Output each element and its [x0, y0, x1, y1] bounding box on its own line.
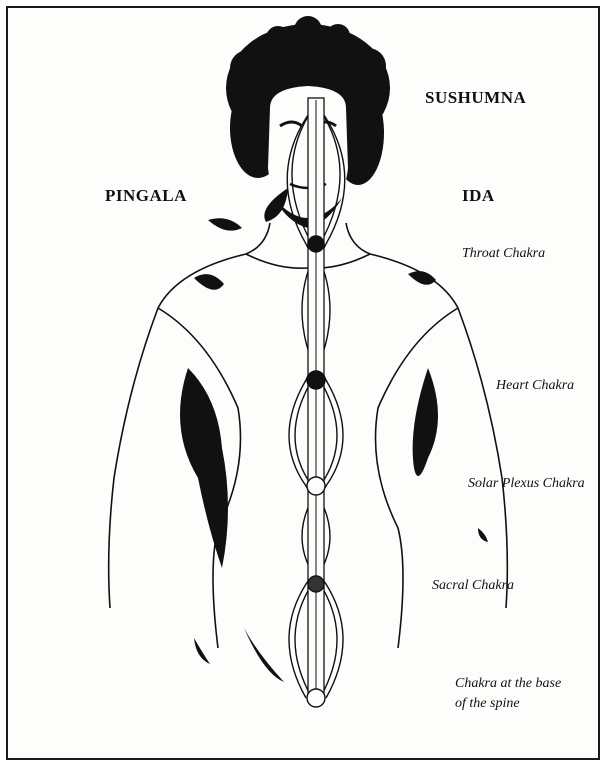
- chakra-throat: [308, 236, 324, 252]
- label-base-chakra: Chakra at the base of the spine: [455, 674, 595, 714]
- chakra-heart: [307, 371, 325, 389]
- label-base-line1: Chakra at the base: [455, 674, 595, 694]
- label-base-line2: of the spine: [455, 694, 595, 714]
- sushumna-channel: [308, 98, 324, 698]
- label-throat-chakra: Throat Chakra: [462, 246, 545, 262]
- label-solar-plexus-chakra: Solar Plexus Chakra: [468, 476, 585, 492]
- muscle-shading: [180, 188, 488, 682]
- label-heart-chakra: Heart Chakra: [496, 378, 574, 394]
- diagram-frame: SUSHUMNA PINGALA IDA Throat Chakra Heart…: [6, 6, 600, 760]
- label-sushumna: SUSHUMNA: [425, 88, 526, 108]
- label-sacral-chakra: Sacral Chakra: [432, 578, 514, 594]
- label-pingala: PINGALA: [105, 186, 187, 206]
- chakra-sacral: [308, 576, 324, 592]
- chakra-solar-plexus: [307, 477, 325, 495]
- label-ida: IDA: [462, 186, 495, 206]
- chakra-base: [307, 689, 325, 707]
